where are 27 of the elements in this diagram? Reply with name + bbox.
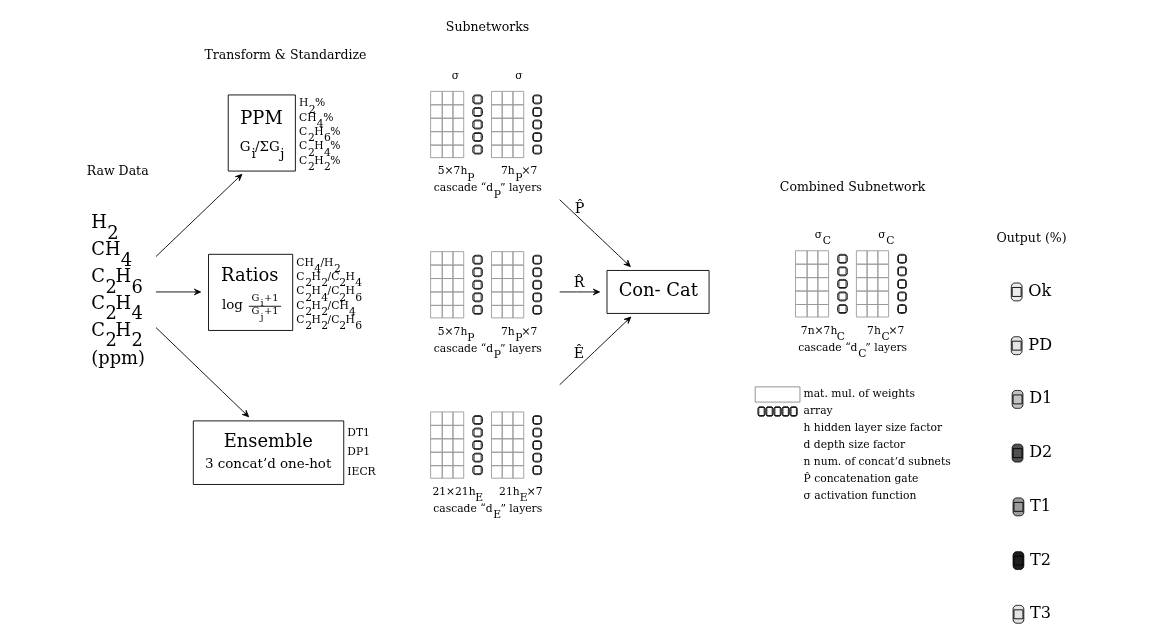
label: Subnetworks bbox=[445, 19, 529, 35]
node-label: σ bbox=[514, 69, 523, 83]
legend-label: array bbox=[803, 404, 833, 418]
node-label: T3 bbox=[1029, 603, 1051, 623]
edge-label: R̂ bbox=[573, 274, 585, 291]
node-label: PD bbox=[1027, 334, 1052, 354]
node-label: IECR bbox=[346, 465, 376, 479]
node-label: DP1 bbox=[346, 445, 370, 459]
node-label: T1 bbox=[1029, 495, 1051, 515]
node-label: σ bbox=[451, 69, 459, 83]
edge-label: Ê bbox=[573, 345, 584, 362]
node-label: Ok bbox=[1027, 280, 1051, 300]
label: Combined Subnetwork bbox=[779, 178, 925, 194]
legend-label: n num. of concat’d subnets bbox=[803, 455, 951, 469]
node-label: DT1 bbox=[346, 425, 370, 439]
legend-label: mat. mul. of weights bbox=[803, 387, 915, 401]
label: Raw Data bbox=[86, 163, 149, 179]
label: Transform & Standardize bbox=[204, 46, 366, 62]
legend-label: h hidden layer size factor bbox=[803, 421, 942, 435]
legend-label: σ activation function bbox=[803, 489, 916, 503]
label: Output (%) bbox=[996, 230, 1067, 246]
node-label: T2 bbox=[1029, 549, 1051, 569]
legend-label: d depth size factor bbox=[803, 438, 905, 452]
legend-label: P̂ concatenation gate bbox=[803, 472, 918, 486]
node-label: D2 bbox=[1028, 442, 1052, 462]
edge-label: P̂ bbox=[574, 199, 584, 216]
node-label: D1 bbox=[1028, 388, 1052, 408]
